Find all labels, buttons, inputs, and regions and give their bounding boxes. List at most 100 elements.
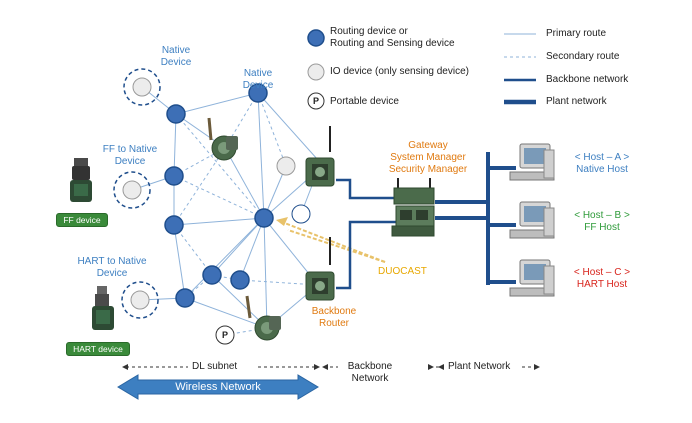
ff-to-native-label: FF to Native Device (92, 144, 168, 168)
host-b-computer-icon (509, 201, 555, 239)
arrowhead (314, 364, 320, 370)
primary-route-line (257, 92, 319, 161)
routing-device-node (164, 166, 184, 186)
label-line: Device (114, 156, 146, 167)
legend-io-symbol (307, 63, 325, 81)
duocast-arrows (281, 221, 386, 263)
legend-portable-symbol (307, 92, 325, 110)
secondary-route-line (257, 92, 287, 167)
hart-to-native-label: HART to Native Device (68, 256, 156, 280)
primary-route-line (239, 217, 265, 281)
gateway-icon (391, 178, 435, 237)
plant-network-label: Plant Network (448, 361, 511, 372)
io-device-node (130, 290, 150, 310)
legend-io-label: IO device (only sensing device) (330, 66, 469, 77)
secondary-route-line (211, 274, 241, 281)
label-line: Security Manager (388, 164, 468, 175)
hart-device-badge: HART device (66, 342, 130, 356)
host-a-computer-icon (509, 143, 555, 181)
router-icon (305, 126, 335, 187)
secondary-route-line (173, 224, 213, 276)
routing-device-node (164, 215, 184, 235)
wireless-network-label: Wireless Network (175, 381, 261, 393)
native-device-group-ring (123, 68, 161, 106)
gateway-label: Gateway System Manager Security Manager (380, 140, 476, 176)
routing-device-node (248, 83, 268, 103)
routing-device-node (254, 208, 274, 228)
legend-portable-label: Portable device (330, 96, 399, 107)
arrowhead (428, 364, 434, 370)
secondary-route-line (175, 113, 265, 219)
label-line: Gateway (408, 140, 448, 151)
primary-route-line (257, 92, 265, 219)
label-line: Native (161, 45, 191, 56)
label-line: Backbone (347, 361, 393, 372)
io-device-node (132, 77, 152, 97)
ff-device-icon (70, 158, 92, 202)
backbone-line (336, 178, 396, 200)
backbone-network-label: Backbone Network (340, 361, 400, 385)
backbone-router-label: Backbone Router (302, 306, 366, 330)
label-line: FF to Native (102, 144, 158, 155)
hart-adapter-group-ring (121, 281, 159, 319)
transmitter-icon (207, 117, 238, 161)
label-line: Network (351, 373, 389, 384)
label-line: < Host – C > (573, 267, 631, 278)
primary-route-line (184, 217, 265, 299)
host-b-label: < Host – B > FF Host (560, 210, 644, 234)
duocast-arrowhead (276, 217, 288, 226)
secondary-route-line (173, 175, 265, 219)
label-line: HART to Native (77, 256, 147, 267)
legend-backbone-label: Backbone network (546, 74, 629, 85)
primary-route-line (173, 224, 186, 299)
routing-device-node (230, 270, 250, 290)
label-line: < Host – A > (574, 152, 630, 163)
duocast-arrow (287, 229, 386, 263)
primary-route-line (173, 217, 265, 226)
ff-device-badge: FF device (56, 213, 108, 227)
portable-device-node (215, 325, 235, 345)
primary-route-line (173, 113, 177, 177)
primary-route-line (175, 92, 259, 115)
io-device-node (122, 180, 142, 200)
legend-routing-symbol (307, 29, 325, 47)
secondary-route-line (173, 147, 226, 226)
legend-primary-label: Primary route (546, 28, 607, 39)
plant-network-lines (435, 152, 516, 285)
arrowhead (122, 364, 128, 370)
secondary-route-line (224, 92, 259, 149)
wireless-network-arrow (117, 374, 319, 400)
secondary-route-line (239, 279, 319, 286)
host-c-computer-icon (509, 259, 555, 297)
routing-device-node (175, 288, 195, 308)
label-line: Routing device or (330, 26, 408, 37)
hart-device-icon (92, 286, 114, 330)
arrowhead (322, 364, 328, 370)
legend-portable-letter: P (312, 96, 319, 106)
label-line: Device (242, 80, 274, 91)
routing-device-node (202, 265, 222, 285)
duocast-arrow (281, 221, 386, 263)
ff-adapter-group-ring (113, 171, 151, 209)
label-line: Device (160, 57, 192, 68)
transmitter-icon (245, 295, 281, 341)
label-line: Native (243, 68, 273, 79)
host-c-label: < Host – C > HART Host (560, 267, 644, 291)
label-line: FF Host (584, 222, 620, 233)
label-line: Router (318, 318, 349, 329)
portable-device-symbol: P (221, 330, 228, 340)
mesh-links (131, 86, 319, 329)
arrowhead (438, 364, 444, 370)
dl-subnet-label: DL subnet (192, 361, 238, 372)
label-line: Native Host (576, 164, 628, 175)
label-line: System Manager (390, 152, 466, 163)
io-device-node (276, 156, 296, 176)
backbone-lines (336, 178, 396, 290)
primary-route-line (263, 217, 268, 329)
routing-device-node (166, 104, 186, 124)
primary-route-line (211, 274, 268, 329)
primary-route-line (184, 297, 268, 329)
label-line: Routing and Sensing device (330, 38, 455, 49)
label-line: Backbone (311, 306, 357, 317)
